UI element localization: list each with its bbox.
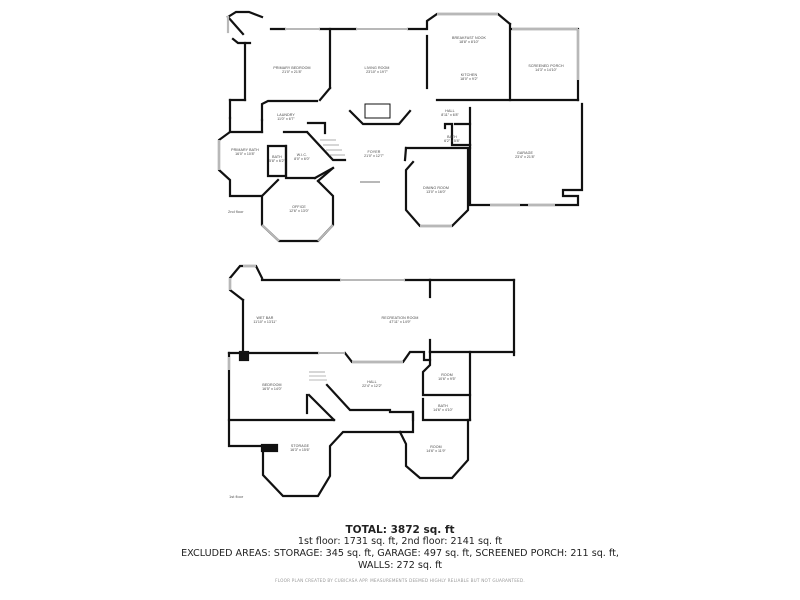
total-area: TOTAL: 3872 sq. ft (345, 524, 455, 536)
upper-floor-walls (217, 10, 584, 243)
upper-floor-windows (218, 13, 579, 242)
room-dimensions: 18'0" x 9'2" (460, 77, 478, 81)
room-name: WET BAR (256, 315, 274, 320)
room-dimensions: 8'11" x 6'8" (441, 113, 459, 117)
room-name: PRIMARY BEDROOM (273, 65, 311, 70)
room-dimensions: 47'11" x 14'9" (389, 320, 411, 324)
room-name: BREAKFAST NOOK (451, 35, 487, 40)
room-dimensions: 22'4" x 12'2" (362, 384, 382, 388)
floor-label: 2nd floor (228, 209, 244, 214)
room-dimensions: 10'6" x 9'5" (438, 377, 456, 381)
room-dimensions: 14'3" x 14'10" (535, 68, 557, 72)
room-name: PRIMARY BATH (231, 147, 259, 152)
room-dimensions: 21'0" x 21'8" (282, 70, 302, 74)
room-name: HALL (445, 108, 455, 113)
room-dimensions: 11'10" x 13'11" (253, 320, 277, 324)
room-dimensions: 5'8" x 6'2" (269, 159, 285, 163)
room-name: BATH (447, 134, 457, 139)
room-name: BEDROOM (262, 382, 282, 387)
room-name: GARAGE (517, 150, 533, 155)
lower-floor-walls (227, 264, 516, 498)
excluded-areas: EXCLUDED AREAS: STORAGE: 345 sq. ft, GAR… (181, 548, 619, 559)
room-name: STORAGE (290, 443, 310, 448)
room-dimensions: 12'6" x 13'0" (289, 209, 309, 213)
room-name: ROOM (441, 372, 453, 377)
room-name: LIVING ROOM (364, 65, 390, 70)
room-dimensions: 16'0" x 10'8" (235, 152, 255, 156)
room-dimensions: 13'0" x 16'0" (426, 190, 446, 194)
walls-area: WALLS: 272 sq. ft (357, 560, 443, 571)
room-dimensions: 23'4" x 21'8" (515, 155, 535, 159)
room-dimensions: 23'10" x 19'7" (366, 70, 388, 74)
room-name: HALL (367, 379, 377, 384)
room-name: KITCHEN (460, 72, 478, 77)
room-dimensions: 18'8" x 8'10" (459, 40, 479, 44)
room-dimensions: 16'5" x 14'0" (262, 387, 282, 391)
room-name: BATH (272, 154, 282, 159)
room-dimensions: 11'0" x 6'7" (277, 117, 295, 121)
stairs (309, 139, 345, 381)
room-name: LAUNDRY (277, 112, 295, 117)
room-dimensions: 14'6" x 11'9" (426, 449, 446, 453)
area-summary: TOTAL: 3872 sq. ft 1st floor: 1731 sq. f… (0, 524, 800, 583)
room-name: ROOM (430, 444, 442, 449)
room-name: SCREENED PORCH (528, 63, 564, 68)
room-name: BATH (438, 403, 448, 408)
floor-areas: 1st floor: 1731 sq. ft, 2nd floor: 2141 … (297, 536, 503, 547)
room-dimensions: 6'2" x 5'8" (444, 139, 460, 143)
room-name: OFFICE (292, 204, 306, 209)
floor-label: 1st floor (229, 494, 244, 499)
room-name: FOYER (367, 149, 381, 154)
room-name: DINING ROOM (423, 185, 449, 190)
floor-plan-drawing (217, 10, 584, 498)
room-dimensions: 16'3" x 15'6" (290, 448, 310, 452)
lower-floor-windows (228, 265, 405, 370)
disclaimer: FLOOR PLAN CREATED BY CUBICASA APP. MEAS… (275, 578, 525, 583)
room-dimensions: 8'0" x 6'0" (294, 157, 310, 161)
room-dimensions: 14'6" x 4'10" (433, 408, 453, 412)
room-name: W.I.C. (296, 152, 308, 157)
room-dimensions: 21'0" x 12'7" (364, 154, 384, 158)
room-name: RECREATION ROOM (381, 315, 419, 320)
room-label: W.I.C.8'0" x 6'0" (294, 153, 310, 161)
